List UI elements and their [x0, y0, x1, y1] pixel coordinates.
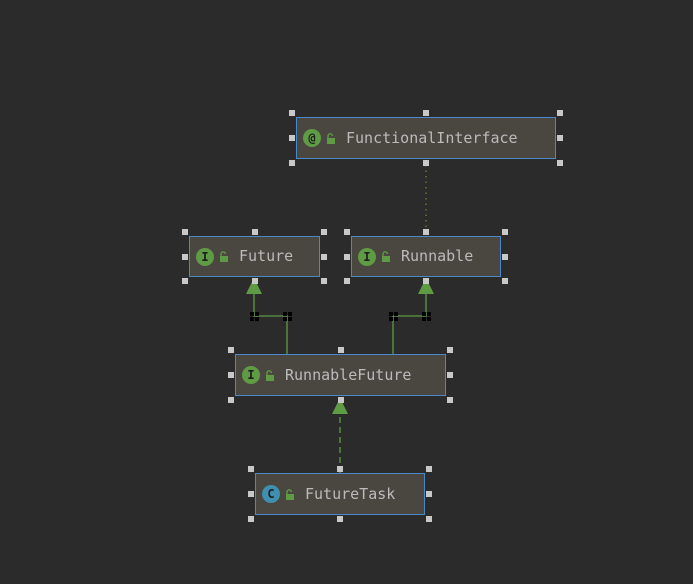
selection-handle[interactable]	[447, 347, 453, 353]
selection-handle[interactable]	[248, 516, 254, 522]
selection-handle[interactable]	[502, 229, 508, 235]
edge-bend-handle-dot	[283, 317, 287, 321]
selection-handle[interactable]	[228, 347, 234, 353]
edge-bend-handle-dot	[283, 312, 287, 316]
selection-handle[interactable]	[447, 397, 453, 403]
edge-bend-handle-dot	[394, 312, 398, 316]
edge-bend-handle-dot	[422, 312, 426, 316]
selection-handle[interactable]	[182, 253, 188, 260]
edge-bend-handle-dot	[250, 317, 254, 321]
node-label: RunnableFuture	[285, 365, 412, 384]
selection-handle[interactable]	[502, 253, 508, 260]
edge-bend-handle	[389, 312, 398, 321]
node-runnable[interactable]: I Runnable	[351, 236, 501, 277]
edge-bend-handle	[250, 312, 259, 321]
unlocked-icon	[285, 488, 295, 500]
selection-handle[interactable]	[228, 397, 234, 403]
node-label: FutureTask	[305, 484, 396, 503]
selection-handle[interactable]	[447, 372, 453, 378]
selection-handle[interactable]	[321, 278, 327, 284]
edge-bend-handle-dot	[255, 312, 259, 316]
selection-handle[interactable]	[248, 491, 254, 497]
selection-handle[interactable]	[182, 229, 188, 235]
selection-handle[interactable]	[557, 135, 563, 141]
unlocked-icon	[381, 251, 391, 262]
edge-bend-handle-dot	[394, 317, 398, 321]
annotation-badge-icon: @	[303, 129, 321, 147]
interface-badge-icon: I	[196, 247, 214, 266]
selection-handle[interactable]	[426, 516, 432, 522]
selection-handle[interactable]	[344, 278, 350, 284]
edge-bend-handle-dot	[427, 317, 431, 321]
edge-bend-handle	[422, 312, 431, 321]
class-badge-icon: C	[262, 485, 280, 503]
edge-bend-handle-dot	[389, 317, 393, 321]
selection-handle[interactable]	[337, 516, 343, 522]
selection-handle[interactable]	[423, 278, 429, 284]
selection-handle[interactable]	[251, 278, 258, 284]
inheritance-arrowhead	[418, 278, 434, 294]
selection-handle[interactable]	[423, 229, 429, 235]
selection-handle[interactable]	[228, 372, 234, 378]
edge-bend-handle-dot	[427, 312, 431, 316]
selection-handle[interactable]	[289, 135, 295, 141]
extends-edge	[392, 293, 427, 354]
edge-bend-handle	[283, 312, 292, 321]
selection-handle[interactable]	[337, 397, 344, 403]
selection-handle[interactable]	[321, 253, 327, 260]
node-future-task[interactable]: C FutureTask	[255, 473, 425, 515]
unlocked-icon	[265, 369, 275, 381]
inheritance-arrowhead	[332, 398, 348, 414]
edge-bend-handle-dot	[250, 312, 254, 316]
selection-handle[interactable]	[423, 160, 429, 166]
unlocked-icon	[326, 132, 336, 144]
edge-bend-handle-dot	[288, 317, 292, 321]
edges-layer	[246, 165, 434, 473]
interface-badge-icon: I	[358, 247, 376, 266]
edge-bend-handle-dot	[255, 317, 259, 321]
node-functional-interface[interactable]: @ FunctionalInterface	[296, 117, 556, 159]
node-runnable-future[interactable]: I RunnableFuture	[235, 354, 446, 396]
edge-handles-layer	[250, 312, 431, 321]
edge-bend-handle-dot	[422, 317, 426, 321]
selection-handle[interactable]	[557, 110, 563, 116]
node-label: FunctionalInterface	[346, 128, 518, 147]
selection-handle[interactable]	[248, 466, 254, 472]
selection-handle[interactable]	[344, 229, 350, 235]
selection-handle[interactable]	[337, 347, 344, 353]
edge-bend-handle-dot	[288, 312, 292, 316]
unlocked-icon	[219, 251, 229, 262]
selection-handle[interactable]	[289, 110, 295, 116]
edge-bend-handle-dot	[389, 312, 393, 316]
inheritance-arrowhead	[246, 278, 262, 294]
node-future[interactable]: I Future	[189, 236, 320, 277]
extends-edge	[253, 293, 288, 354]
selection-handle[interactable]	[423, 110, 429, 116]
selection-handle[interactable]	[182, 278, 188, 284]
selection-handle[interactable]	[557, 160, 563, 166]
selection-handle[interactable]	[502, 278, 508, 284]
selection-handle[interactable]	[344, 253, 350, 260]
selection-handle[interactable]	[337, 466, 343, 472]
node-label: Future	[239, 247, 294, 265]
selection-handle[interactable]	[426, 491, 432, 497]
selection-handle[interactable]	[426, 466, 432, 472]
node-label: Runnable	[401, 247, 474, 265]
interface-badge-icon: I	[242, 366, 260, 384]
selection-handle[interactable]	[321, 229, 327, 235]
selection-handle[interactable]	[251, 229, 258, 235]
selection-handle[interactable]	[289, 160, 295, 166]
